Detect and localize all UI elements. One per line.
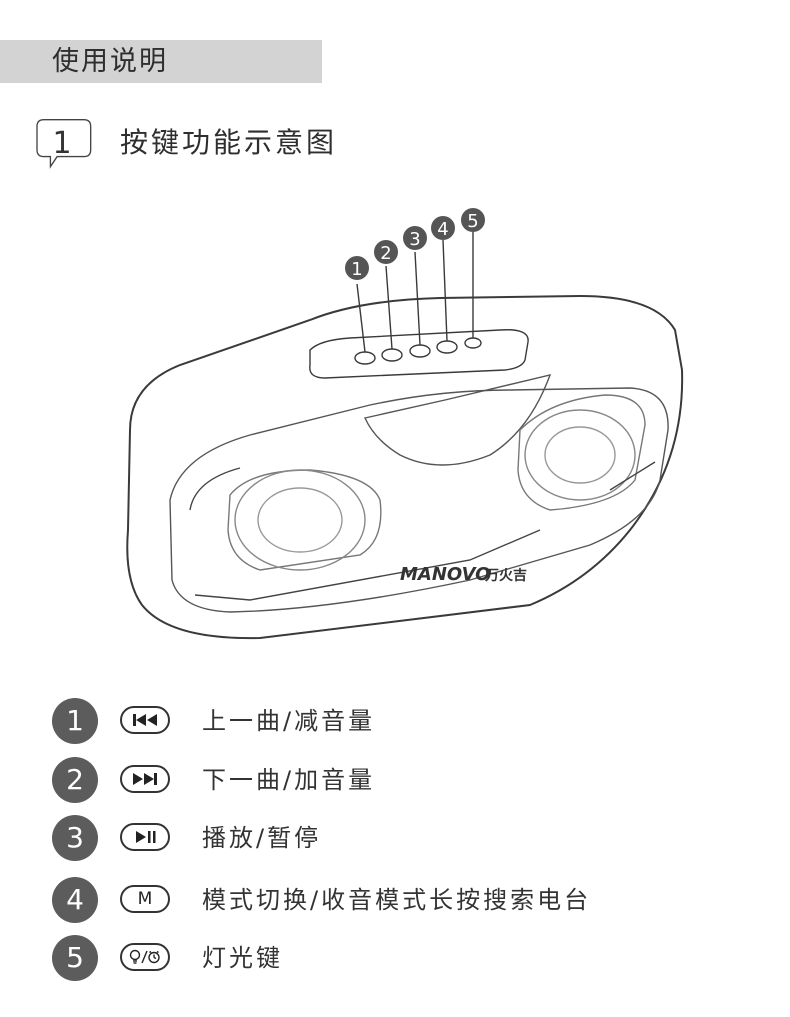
page-title: 使用说明 bbox=[52, 46, 168, 77]
legend-text: 下一曲/加音量 bbox=[202, 766, 376, 794]
legend-number: 5 bbox=[52, 935, 98, 981]
legend-text: 上一曲/减音量 bbox=[202, 707, 376, 735]
brand-logo-cn: 万火吉 bbox=[484, 567, 527, 584]
next-track-icon bbox=[120, 765, 170, 793]
brand-logo: MANOVO bbox=[400, 564, 490, 585]
legend-number: 2 bbox=[52, 757, 98, 803]
section-title: 按键功能示意图 bbox=[120, 126, 338, 159]
callout-1-label: 1 bbox=[351, 259, 362, 280]
speaker-diagram: 1 2 3 4 5 MANOVO 万火吉 bbox=[126, 208, 684, 640]
previous-track-icon bbox=[120, 706, 170, 734]
step-number: 1 bbox=[52, 126, 72, 161]
mode-icon-label: M bbox=[137, 889, 153, 909]
callout-3-label: 3 bbox=[409, 229, 420, 250]
mode-icon: M bbox=[120, 885, 170, 913]
legend-text: 灯光键 bbox=[202, 944, 283, 972]
legend-text: 播放/暂停 bbox=[202, 824, 322, 852]
legend-number: 1 bbox=[52, 698, 98, 744]
callout-5-label: 5 bbox=[467, 211, 478, 232]
legend-number: 4 bbox=[52, 877, 98, 923]
header-bar: 使用说明 bbox=[0, 40, 322, 83]
callout-2: 2 bbox=[374, 240, 398, 264]
light-alarm-icon bbox=[120, 943, 170, 971]
callout-4-label: 4 bbox=[437, 219, 448, 240]
play-pause-icon bbox=[120, 823, 170, 851]
callout-1: 1 bbox=[345, 256, 369, 280]
step-bubble-icon bbox=[36, 119, 92, 169]
callout-2-label: 2 bbox=[380, 243, 391, 264]
callout-4: 4 bbox=[431, 216, 455, 240]
legend-text: 模式切换/收音模式长按搜索电台 bbox=[202, 886, 592, 914]
legend-number: 3 bbox=[52, 815, 98, 861]
callout-5: 5 bbox=[461, 208, 485, 232]
callout-3: 3 bbox=[403, 226, 427, 250]
